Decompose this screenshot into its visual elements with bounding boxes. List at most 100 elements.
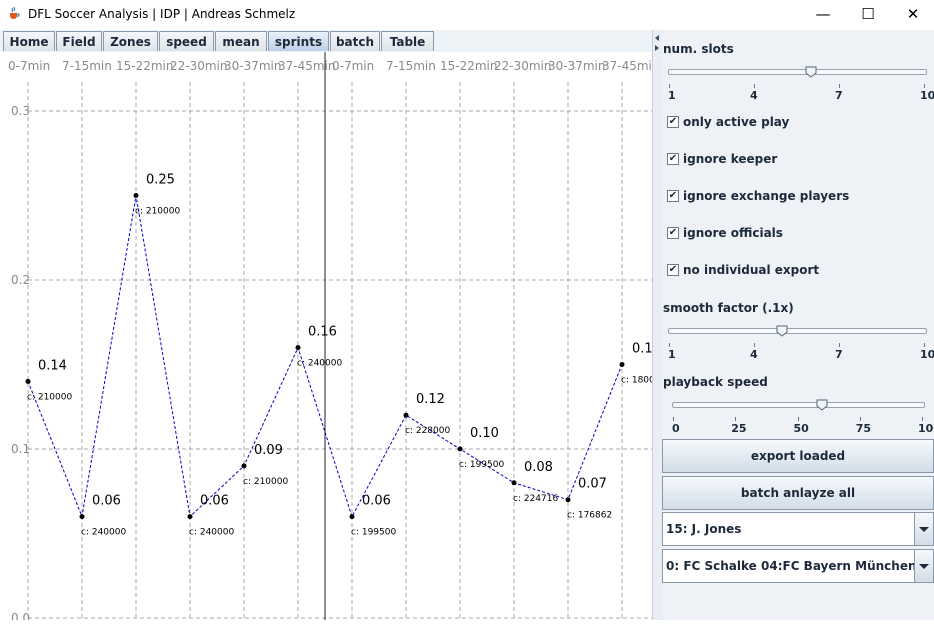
data-value-label: 0.15 (632, 342, 652, 357)
checkbox-no-individual-export[interactable]: ✔ (667, 264, 679, 276)
data-count-label: c: 240000 (297, 359, 342, 369)
tab-sprints[interactable]: sprints (268, 31, 329, 51)
data-count-label: c: 240000 (189, 528, 234, 538)
tab-label: mean (222, 34, 260, 49)
data-value-label: 0.07 (578, 477, 607, 492)
y-tick-label: 0.1 (11, 442, 30, 456)
slider-tick-mark (924, 84, 925, 88)
x-category-label: 22-30min (494, 59, 552, 73)
data-count-label: c: 199500 (351, 528, 396, 538)
data-point (25, 378, 31, 384)
playback-speed-slider-thumb[interactable] (816, 399, 828, 411)
slider-tick-mark (669, 343, 670, 347)
tab-home[interactable]: Home (3, 31, 55, 51)
slider-tick-label: 1 (668, 348, 676, 361)
smooth-factor-slider[interactable] (668, 328, 927, 334)
x-category-label: 15-22min (116, 59, 174, 73)
data-point (133, 193, 139, 198)
batch-analyze-button[interactable]: batch anlayze all (662, 476, 934, 510)
x-category-label: 0-7min (332, 59, 374, 73)
slider-tick-mark (754, 343, 755, 347)
slider-tick-mark (669, 84, 670, 88)
data-point (457, 446, 463, 452)
chevron-down-icon (919, 527, 929, 532)
export-loaded-button[interactable]: export loaded (662, 439, 934, 473)
slider-tick-label: 10 (920, 348, 934, 361)
tab-label: Field (62, 34, 96, 49)
export-loaded-label: export loaded (750, 449, 846, 463)
checkbox-label: ignore officials (683, 226, 783, 240)
checkbox-label: ignore keeper (683, 152, 778, 166)
match-select-dropdown-button[interactable] (914, 550, 933, 582)
data-value-label: 0.12 (416, 392, 445, 407)
slider-tick-label: 75 (855, 422, 872, 435)
data-count-label: c: 199500 (459, 460, 504, 470)
match-select[interactable]: 0: FC Schalke 04:FC Bayern München (662, 549, 934, 583)
data-count-label: c: 210000 (243, 477, 288, 487)
y-tick-label: 0.3 (11, 104, 30, 118)
player-select[interactable]: 15: J. Jones (662, 512, 934, 546)
checkbox-only-active-play[interactable]: ✔ (667, 116, 679, 128)
maximize-icon: ☐ (861, 5, 875, 23)
slider-tick-label: 100 (918, 422, 934, 435)
split-pane-divider[interactable] (652, 30, 662, 620)
x-category-label: 30-37min (548, 59, 606, 73)
playback-speed-label: playback speed (663, 375, 768, 389)
x-category-label: 7-15min (386, 59, 436, 73)
java-cup-icon (7, 6, 21, 20)
data-point (241, 463, 247, 469)
num-slots-slider[interactable] (668, 69, 927, 75)
slider-tick-mark (924, 343, 925, 347)
tab-table[interactable]: Table (381, 31, 434, 51)
slider-tick-label: 50 (793, 422, 809, 435)
slider-tick-label: 4 (750, 348, 758, 361)
slider-tick-mark (673, 417, 674, 421)
data-point (295, 345, 301, 351)
num-slots-slider-thumb[interactable] (805, 66, 817, 78)
checkbox-label: ignore exchange players (683, 189, 850, 203)
tab-field[interactable]: Field (56, 31, 102, 51)
tab-zones[interactable]: Zones (103, 31, 158, 51)
window-title: DFL Soccer Analysis | IDP | Andreas Schm… (28, 7, 296, 21)
tab-label: sprints (274, 34, 323, 49)
tab-mean[interactable]: mean (215, 31, 267, 51)
slider-tick-label: 0 (672, 422, 680, 435)
data-point (79, 514, 85, 520)
minimize-button[interactable]: — (800, 0, 846, 28)
tab-speed[interactable]: speed (159, 31, 214, 51)
split-arrows-icon[interactable] (654, 34, 660, 52)
smooth-factor-label: smooth factor (.1x) (663, 301, 794, 315)
match-select-value: 0: FC Schalke 04:FC Bayern München (666, 559, 917, 573)
series-line (27, 195, 623, 519)
data-value-label: 0.06 (92, 494, 121, 509)
slider-tick-label: 10 (920, 89, 934, 102)
checkbox-ignore-keeper[interactable]: ✔ (667, 153, 679, 165)
data-point (511, 480, 517, 486)
playback-speed-slider[interactable] (672, 402, 925, 408)
slider-tick-mark (754, 84, 755, 88)
smooth-factor-slider-thumb[interactable] (776, 325, 788, 337)
checkbox-ignore-exchange-players[interactable]: ✔ (667, 190, 679, 202)
chevron-down-icon (919, 564, 929, 569)
data-value-label: 0.10 (470, 426, 499, 441)
tab-batch[interactable]: batch (330, 31, 380, 51)
slider-tick-label: 7 (835, 89, 843, 102)
data-value-label: 0.06 (362, 494, 391, 509)
data-count-label: c: 180000 (621, 376, 652, 386)
tab-label: speed (166, 34, 207, 49)
tab-label: Zones (110, 34, 151, 49)
close-button[interactable]: ✕ (890, 0, 934, 28)
maximize-button[interactable]: ☐ (845, 0, 891, 28)
checkbox-ignore-officials[interactable]: ✔ (667, 227, 679, 239)
data-value-label: 0.25 (146, 173, 175, 188)
slider-tick-mark (922, 417, 923, 421)
x-category-label: 15-22min (440, 59, 498, 73)
x-category-label: 22-30min (170, 59, 228, 73)
player-select-value: 15: J. Jones (666, 522, 742, 536)
slider-tick-label: 1 (668, 89, 676, 102)
slider-tick-mark (859, 417, 861, 421)
panel-empty-space (662, 584, 934, 620)
player-select-dropdown-button[interactable] (914, 513, 933, 545)
